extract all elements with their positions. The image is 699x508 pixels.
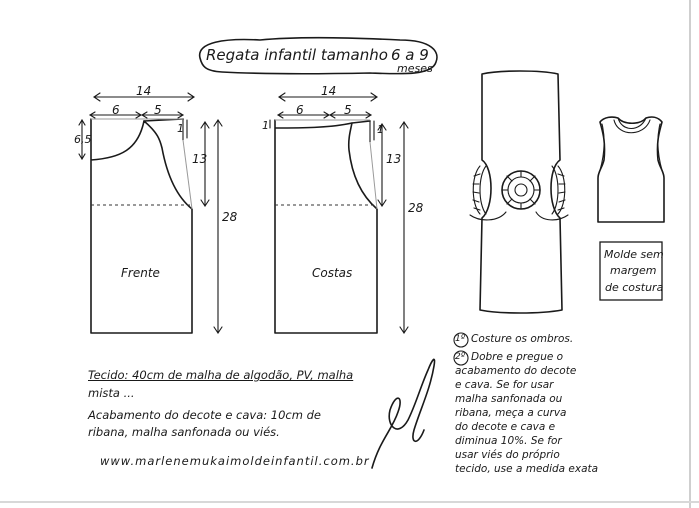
front-piece-label: Frente: [121, 266, 160, 280]
front-pattern: [78, 92, 223, 334]
back-shoulder-drop-label: 1: [377, 123, 384, 136]
step-1-text: Costure os ombros.: [471, 333, 574, 345]
step-1-number: 1º: [455, 334, 465, 344]
website-link[interactable]: www.marlenemukaimoldeinfantil.com.br: [100, 454, 370, 468]
front-width-label: 14: [136, 84, 152, 98]
step-2-line: usar viés do próprio: [455, 449, 560, 461]
finishing-line-1: Acabamento do decote e cava: 10cm de: [88, 408, 321, 422]
back-width-label: 14: [321, 84, 337, 98]
step-2-line: e cava. Se for usar: [455, 379, 554, 391]
back-neck-width-label: 6: [296, 103, 304, 117]
step-2-number: 2º: [455, 352, 465, 362]
step-2-line: Dobre e pregue o: [471, 351, 564, 363]
back-pattern: [269, 92, 409, 334]
title-size: 6 a 9: [391, 46, 429, 64]
step-2-line: tecido, use a medida exata: [455, 463, 599, 475]
title-text: Regata infantil tamanho: [206, 46, 388, 64]
back-armhole-depth-label: 13: [386, 152, 402, 166]
signature-flourish: [371, 358, 436, 469]
step-2-line: acabamento do decote: [455, 365, 577, 377]
front-armhole-depth-label: 13: [192, 152, 208, 166]
step-2-line: diminua 10%. Se for: [455, 435, 562, 447]
fabric-line-2: mista ...: [88, 386, 135, 400]
step-2-line: do decote e cava e: [455, 421, 556, 433]
front-length-label: 28: [222, 210, 238, 224]
front-neck-depth-label: 6,5: [74, 133, 92, 146]
front-shoulder-drop-label: 1: [177, 122, 184, 135]
molde-note-line-2: margem: [610, 264, 657, 277]
back-shoulder-width-label: 5: [344, 103, 352, 117]
binding-illustration: [469, 70, 569, 314]
back-length-label: 28: [408, 201, 424, 215]
fabric-line-1: Tecido: 40cm de malha de algodão, PV, ma…: [88, 368, 354, 382]
title-unit: meses: [397, 62, 433, 75]
molde-note-box: [599, 241, 663, 301]
title-bubble: [199, 36, 438, 75]
back-piece-label: Costas: [312, 266, 353, 280]
step-2-line: malha sanfonada ou: [455, 393, 563, 405]
molde-note-line-1: Molde sem: [604, 248, 664, 261]
finishing-line-2: ribana, malha sanfonada ou viés.: [88, 425, 280, 439]
finished-tank-illustration: [597, 116, 665, 223]
front-neck-width-label: 6: [112, 103, 120, 117]
back-neck-depth-label: 1: [262, 119, 269, 132]
front-shoulder-width-label: 5: [154, 103, 162, 117]
molde-note-line-3: de costura: [605, 281, 664, 294]
step-2-line: ribana, meça a curva: [455, 407, 567, 419]
